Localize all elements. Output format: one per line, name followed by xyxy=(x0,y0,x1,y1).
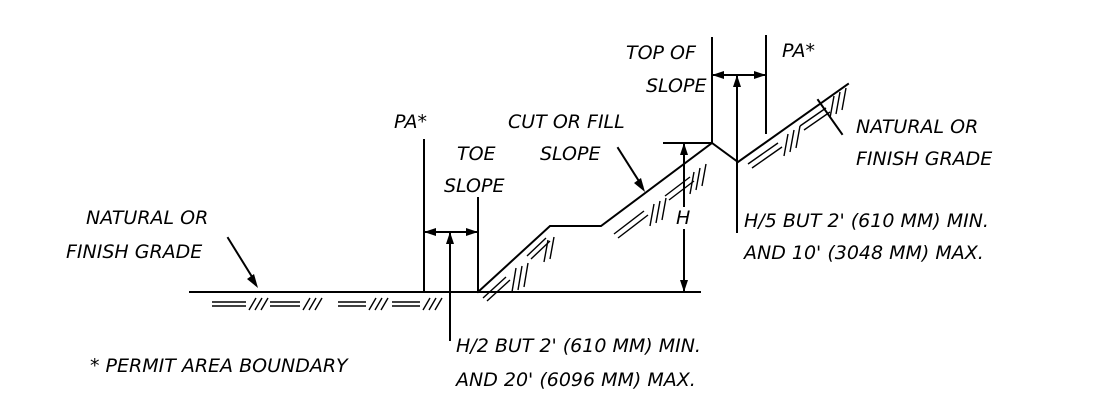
arrowhead xyxy=(712,71,724,79)
setback-toe-text-line1: H/2 BUT 2' (610 MM) MIN. xyxy=(456,335,701,357)
top-of-slope-label-line2: SLOPE xyxy=(646,75,706,97)
arrowhead xyxy=(446,232,454,244)
setback-toe-text-line2: AND 20' (6096 MM) MAX. xyxy=(454,369,696,391)
arrowhead xyxy=(680,280,688,292)
toe-slope-label-line1: TOE xyxy=(457,143,496,165)
arrowhead xyxy=(680,143,688,155)
natural-grade-right-leader xyxy=(816,98,844,136)
ground-hatching xyxy=(212,87,847,311)
setback-top-text-line1: H/5 BUT 2' (610 MM) MIN. xyxy=(744,210,989,232)
natural-grade-left-label-line2: FINISH GRADE xyxy=(66,241,202,263)
reference-lines xyxy=(423,35,767,341)
arrowhead xyxy=(754,71,766,79)
top-of-slope-label-line1: TOP OF xyxy=(626,42,697,64)
setback-top-text-line2: AND 10' (3048 MM) MAX. xyxy=(742,242,984,264)
pa-left-label: PA* xyxy=(394,111,427,133)
cut-fill-label-line2: SLOPE xyxy=(540,143,600,165)
hatch-left-grade xyxy=(212,297,443,311)
height-label: H xyxy=(676,207,690,229)
arrowhead xyxy=(634,178,645,192)
arrowhead xyxy=(733,75,741,87)
natural-grade-left-label-line1: NATURAL OR xyxy=(86,207,208,229)
footnote-permit-area: * PERMIT AREA BOUNDARY xyxy=(90,355,349,377)
leaders xyxy=(226,98,844,288)
hatch-upper-slope xyxy=(613,163,707,239)
cut-fill-leader xyxy=(616,146,644,188)
slope-profile-line xyxy=(476,82,850,294)
ground-profile xyxy=(189,82,850,294)
arrowhead xyxy=(466,228,478,236)
natural-grade-right-label-line1: NATURAL OR xyxy=(856,116,978,138)
toe-slope-label-line2: SLOPE xyxy=(444,175,504,197)
hatch-upper-grade xyxy=(747,87,847,169)
hatch-lower-slope xyxy=(482,236,555,302)
dimensions xyxy=(423,71,767,292)
natural-grade-right-label-line2: FINISH GRADE xyxy=(856,148,992,170)
arrowhead xyxy=(424,228,436,236)
labels: TOP OF SLOPE PA* PA* CUT OR FILL SLOPE T… xyxy=(66,40,992,391)
cut-fill-label-line1: CUT OR FILL xyxy=(508,111,625,133)
arrowhead xyxy=(247,274,258,288)
pa-right-label: PA* xyxy=(782,40,815,62)
natural-grade-left-leader xyxy=(226,236,256,282)
